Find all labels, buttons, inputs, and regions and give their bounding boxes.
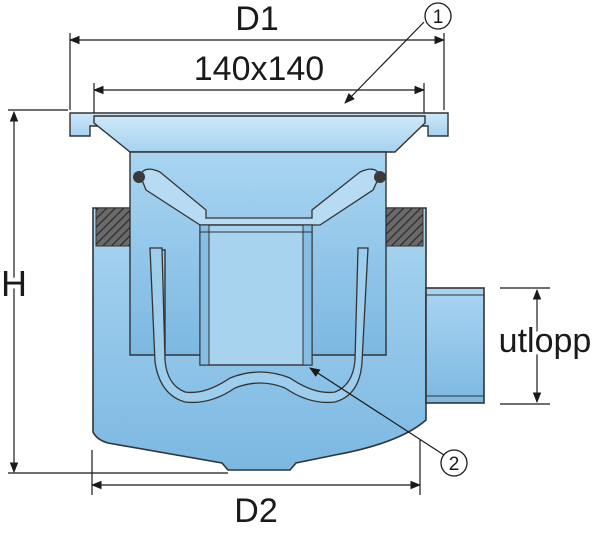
callout-label-2: 2 bbox=[449, 454, 460, 475]
grate-funnel bbox=[93, 115, 426, 153]
seal-left bbox=[95, 207, 133, 247]
label-grate-size: 140x140 bbox=[194, 50, 324, 88]
label-outlet: utlopp bbox=[499, 322, 592, 360]
label-h: H bbox=[1, 263, 27, 304]
label-d1: D1 bbox=[235, 0, 278, 38]
seal-right bbox=[385, 207, 424, 247]
riser-tube bbox=[199, 224, 313, 366]
callout-circle-2 bbox=[440, 449, 468, 477]
dimension-lines bbox=[8, 33, 550, 495]
o-ring-right bbox=[374, 171, 386, 183]
callout-label-1: 1 bbox=[433, 7, 444, 28]
callout-leaders bbox=[309, 21, 445, 456]
outlet-pipe bbox=[425, 287, 485, 404]
o-ring-left bbox=[133, 171, 145, 183]
trap-lid bbox=[133, 168, 386, 226]
callout-circle-1 bbox=[424, 2, 452, 30]
label-d2: D2 bbox=[234, 492, 277, 530]
